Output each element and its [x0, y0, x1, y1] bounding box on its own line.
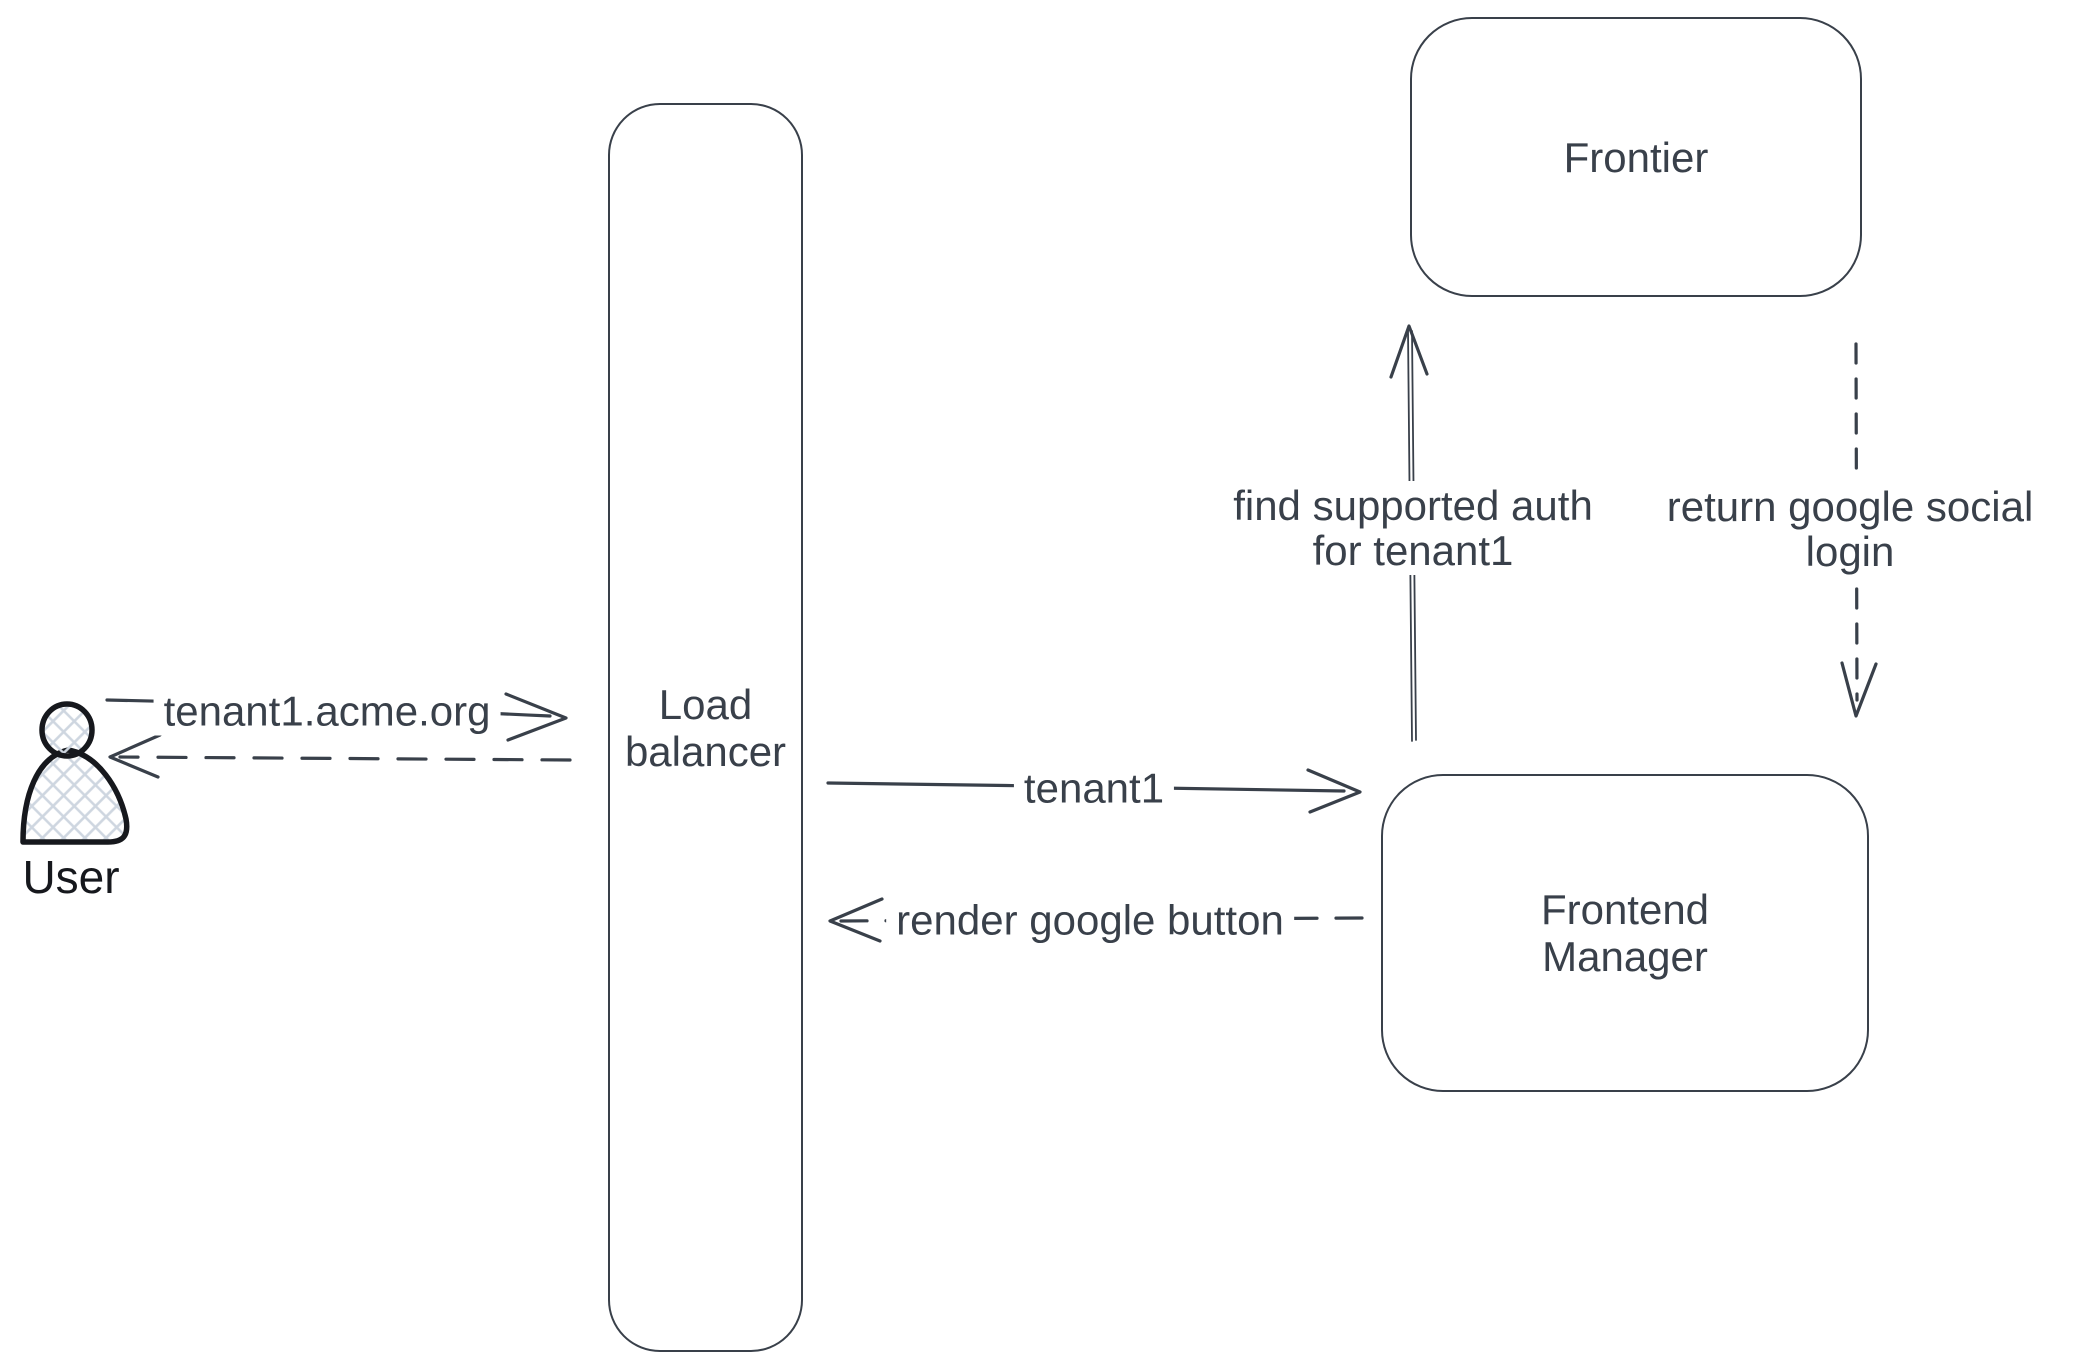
node-frontier: Frontier	[1410, 17, 1862, 297]
user-icon	[20, 701, 130, 845]
arrowhead-left-icon	[108, 733, 162, 779]
edge-label-render-google-button: render google button	[886, 895, 1294, 945]
node-frontend-manager-label: Frontend Manager	[1541, 886, 1709, 980]
user-body	[20, 747, 130, 845]
user-label: User	[22, 851, 120, 903]
arrowhead-up-icon	[1389, 324, 1429, 379]
node-load-balancer-label-line1: Load	[658, 680, 753, 728]
node-load-balancer-label: Load balancer	[625, 681, 786, 775]
edge-label-find-supported-auth-line2: for tenant1	[1312, 527, 1514, 574]
arrowhead-right-icon	[504, 692, 568, 742]
node-load-balancer: Load balancer	[608, 103, 803, 1352]
arrow-load-balancer-to-user	[108, 733, 572, 779]
node-frontend-manager-label-line1: Frontend	[1540, 886, 1710, 933]
edge-label-return-google-social-login: return google social login	[1656, 482, 2044, 576]
arrowhead-down-icon	[1840, 661, 1878, 718]
node-load-balancer-label-line2: balancer	[624, 727, 787, 775]
arrowhead-right-icon	[1306, 768, 1362, 814]
node-frontend-manager-label-line2: Manager	[1542, 933, 1708, 980]
node-frontend-manager: Frontend Manager	[1381, 774, 1869, 1092]
node-frontier-label: Frontier	[1563, 133, 1709, 181]
edge-label-find-supported-auth: find supported auth for tenant1	[1223, 481, 1603, 575]
edge-label-tenant1: tenant1	[1013, 763, 1175, 813]
user-head	[39, 701, 95, 759]
arrow-frontend-manager-to-load-balancer	[828, 897, 1364, 943]
edge-label-tenant1-acme-org: tenant1.acme.org	[153, 686, 501, 736]
edge-label-return-google-social-login-line2: login	[1805, 528, 1895, 575]
edge-label-return-google-social-login-line1: return google social	[1666, 483, 2034, 530]
edge-label-find-supported-auth-line1: find supported auth	[1233, 482, 1593, 529]
arrowhead-left-icon	[828, 897, 884, 943]
